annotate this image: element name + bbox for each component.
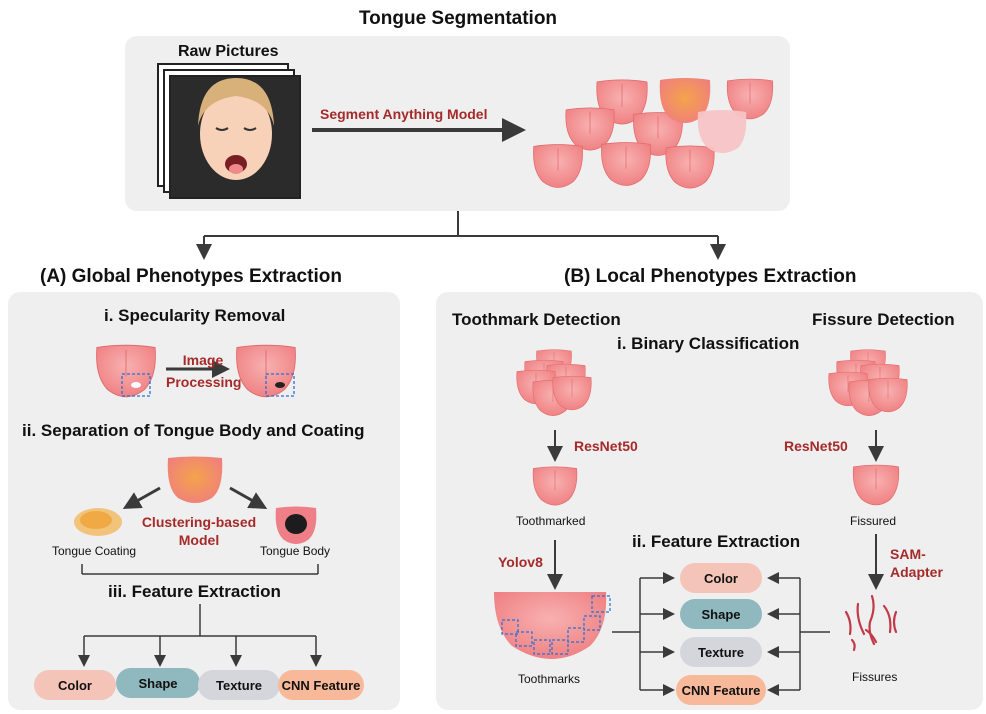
local-title: (B) Local Phenotypes Extraction <box>564 266 857 287</box>
feature-shape-a: Shape <box>116 668 200 698</box>
top-title: Tongue Segmentation <box>358 8 558 29</box>
feature-shape-b: Shape <box>680 599 762 629</box>
coating-texture <box>74 508 122 536</box>
step-specularity: i. Specularity Removal <box>104 306 286 325</box>
step-binary: i. Binary Classification <box>617 334 800 353</box>
step-feature-a: iii. Feature Extraction <box>108 582 281 601</box>
resnet-right-label: ResNet50 <box>784 438 848 454</box>
fissured-label: Fissured <box>850 514 897 528</box>
raw-pictures-stack <box>157 63 301 199</box>
clustering-label: Clustering-based Model <box>141 514 257 548</box>
feature-texture-a: Texture <box>198 670 280 700</box>
feature-color-b: Color <box>680 563 762 593</box>
fissure-detection-title: Fissure Detection <box>812 310 955 329</box>
step-separation: ii. Separation of Tongue Body and Coatin… <box>22 421 365 440</box>
feature-cnn-b: CNN Feature <box>676 675 766 705</box>
feature-cnn-a: CNN Feature <box>278 670 364 700</box>
fissure-stack <box>828 349 908 416</box>
toothmark-stack <box>516 349 592 416</box>
image-processing-label: Image Processing <box>166 352 242 390</box>
step-feature-b: ii. Feature Extraction <box>632 532 801 551</box>
raw-pictures-label: Raw Pictures <box>178 43 279 60</box>
body-label: Tongue Body <box>260 544 331 558</box>
toothmarks-label: Toothmarks <box>518 672 581 686</box>
fissures-label: Fissures <box>852 670 898 684</box>
sam-label: Segment Anything Model <box>320 106 488 122</box>
feature-texture-b: Texture <box>680 637 762 667</box>
global-title: (A) Global Phenotypes Extraction <box>40 266 342 287</box>
coating-label: Tongue Coating <box>52 544 137 558</box>
yolo-label: Yolov8 <box>498 554 543 570</box>
feature-color-a: Color <box>34 670 116 700</box>
fissure-lines <box>844 594 898 652</box>
sam-adapter-label: SAM-Adapter <box>890 546 943 580</box>
toothmark-detection-title: Toothmark Detection <box>452 310 621 329</box>
toothmarked-label: Toothmarked <box>516 514 586 528</box>
resnet-left-label: ResNet50 <box>574 438 638 454</box>
segmented-tongues <box>533 78 774 189</box>
